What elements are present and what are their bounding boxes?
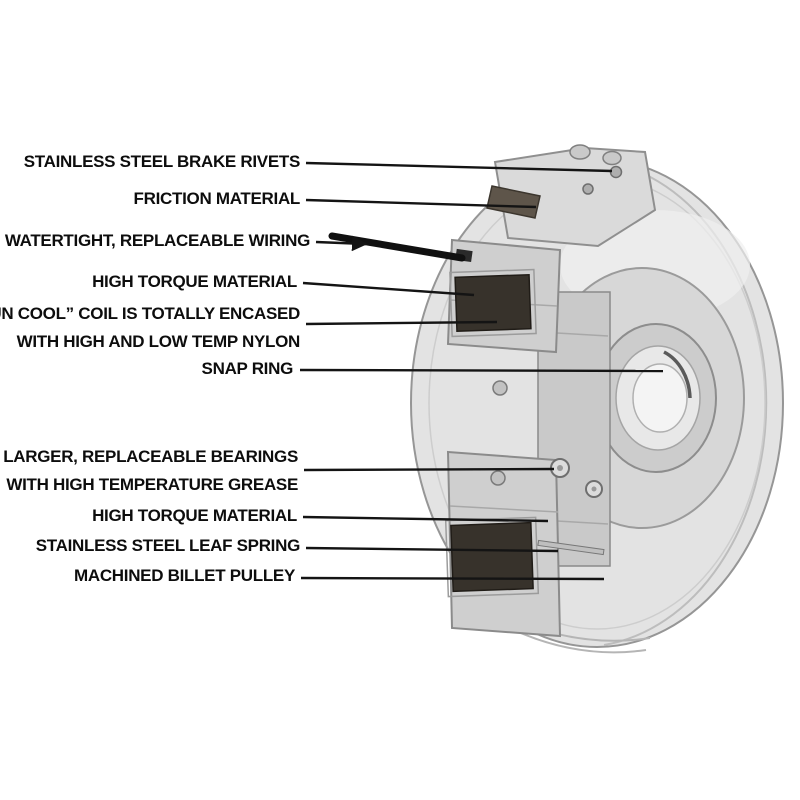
bearing-upper-ball	[557, 465, 563, 471]
callout-leaf-spring: STAINLESS STEEL LEAF SPRING	[35, 536, 301, 555]
leader-leaf-spring	[305, 546, 559, 553]
leaf-spring	[537, 539, 605, 556]
leader-wiring	[315, 235, 368, 252]
callout-replaceable-bearings: LARGER, REPLACEABLE BEARINGS WITH HIGH T…	[3, 443, 298, 499]
bolt-head-2	[602, 150, 622, 166]
brake-rivet-1	[609, 165, 623, 179]
leader-brake-rivets	[305, 161, 613, 173]
coil-casing-top	[449, 268, 537, 338]
leader-bearings	[303, 467, 555, 472]
leader-coil	[305, 320, 498, 326]
callout-replaceable-bearings-line2: WITH HIGH TEMPERATURE GREASE	[6, 475, 298, 494]
leader-billet-pulley	[300, 576, 605, 581]
leader-torque-bottom	[302, 515, 549, 523]
callout-replaceable-bearings-line1: LARGER, REPLACEABLE BEARINGS	[3, 447, 298, 466]
bolt-head-1	[569, 144, 591, 160]
bearing-lower-ball	[591, 486, 597, 492]
coil-block-bottom	[450, 521, 534, 593]
callout-high-torque-material-top: HIGH TORQUE MATERIAL	[92, 272, 297, 291]
callout-run-cool-coil-line2: WITH HIGH AND LOW TEMP NYLON	[16, 332, 301, 351]
leader-friction	[305, 198, 537, 209]
snap-ring-part	[663, 350, 692, 399]
callout-friction-material: FRICTION MATERIAL	[133, 189, 301, 208]
pulley-rim-edge	[603, 160, 768, 646]
wire-black	[328, 232, 466, 262]
guide-pin-2	[490, 470, 506, 486]
leader-lines	[299, 161, 664, 581]
clutch-assembly	[328, 144, 784, 654]
callout-watertight-wiring: WATERTIGHT, REPLACEABLE WIRING	[4, 231, 310, 250]
hub-bore	[632, 363, 688, 433]
guide-pin-1	[492, 380, 508, 396]
leader-torque-top	[302, 281, 475, 297]
brake-rivet-2	[582, 183, 594, 195]
callout-stainless-steel-brake-rivets: STAINLESS STEEL BRAKE RIVETS	[23, 152, 301, 171]
leader-snap-ring	[299, 368, 664, 373]
callout-run-cool-coil-line1: “RUN COOL” COIL IS TOTALLY ENCASED	[0, 304, 300, 323]
callout-high-torque-material-bottom: HIGH TORQUE MATERIAL	[92, 506, 297, 525]
coil-block-top	[454, 273, 532, 333]
callout-run-cool-coil: “RUN COOL” COIL IS TOTALLY ENCASED WITH …	[0, 300, 300, 356]
callout-snap-ring: SNAP RING	[201, 359, 294, 378]
housing-lower-line	[449, 505, 559, 513]
callout-machined-billet-pulley: MACHINED BILLET PULLEY	[73, 566, 295, 585]
friction-pad	[486, 185, 541, 219]
